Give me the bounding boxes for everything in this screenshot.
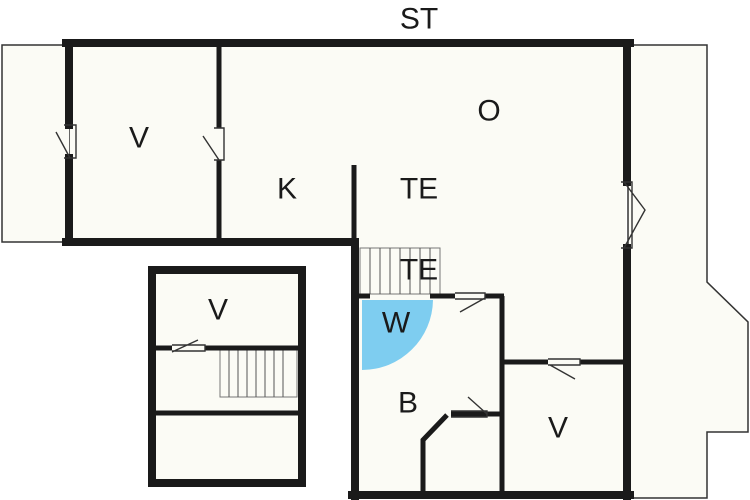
terrace-right: [627, 44, 749, 499]
door-room-top-left: [202, 127, 225, 161]
main-floor: [70, 44, 626, 242]
label-living: O: [477, 95, 500, 128]
annex-floor: [150, 270, 300, 483]
label-room-left-top: V: [129, 122, 149, 155]
label-room-right-bottom: V: [548, 412, 568, 445]
interior-walls: [152, 47, 627, 495]
terrace-left: [1, 44, 71, 243]
walls: [62, 39, 634, 500]
terrace-outlines: [1, 44, 749, 499]
label-room-left-bottom: V: [208, 294, 228, 327]
label-kitchen: K: [277, 173, 297, 206]
door-bath: [455, 292, 486, 313]
door-terrace-left: [55, 124, 77, 159]
wc-door-swing: [362, 300, 433, 370]
door-room-right: [548, 358, 581, 380]
hall-stairs: [359, 247, 441, 295]
door-right-terrace: [621, 181, 646, 249]
door-annex: [171, 339, 206, 353]
label-hall-lower: TE: [400, 254, 438, 287]
label-bath: B: [398, 387, 418, 420]
label-hall-upper: TE: [400, 173, 438, 206]
lower-floor: [355, 242, 626, 495]
label-terrace: ST: [400, 3, 438, 36]
doors: [55, 124, 646, 418]
label-wc: W: [382, 307, 411, 340]
door-bath-inner: [451, 396, 488, 418]
